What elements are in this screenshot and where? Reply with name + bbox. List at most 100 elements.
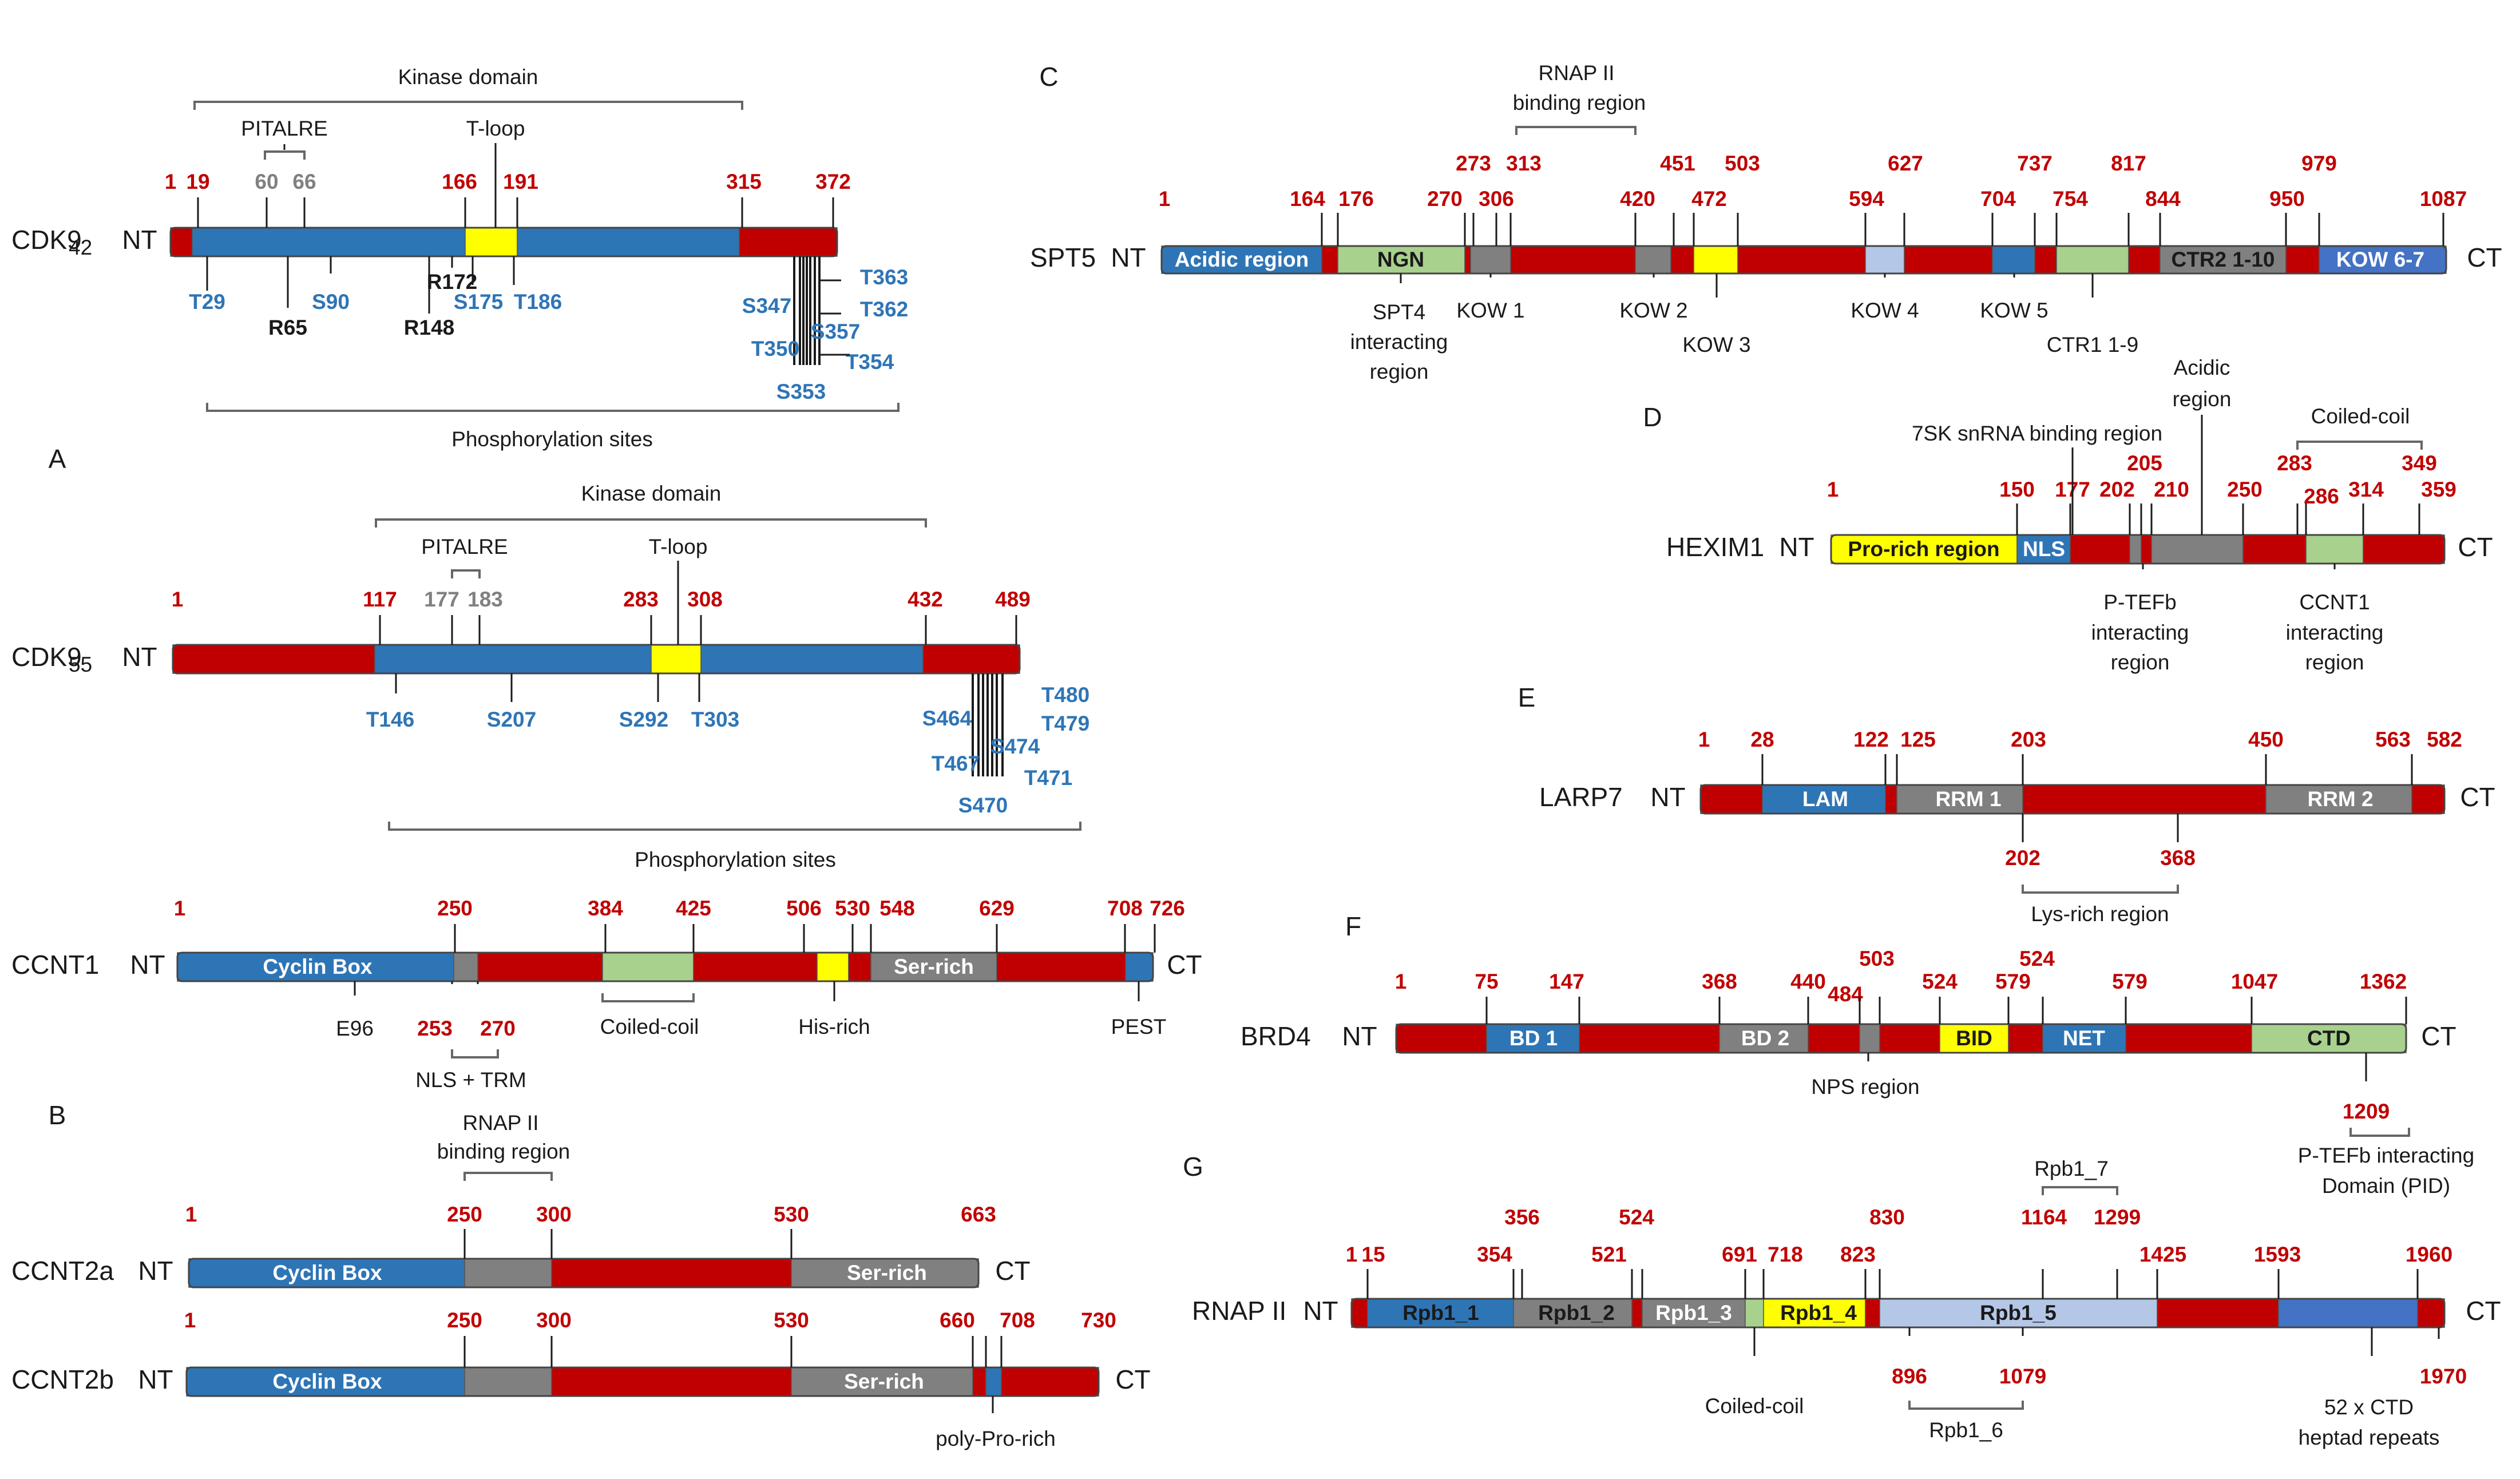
kow-label: KOW 5 [1980,299,2048,322]
panel-letter: B [49,1100,66,1130]
rnap2-outline [1350,1298,2446,1329]
position-number: 708 [1000,1309,1035,1332]
cyclin-box-label: Cyclin Box [272,1261,382,1284]
position-number: 202 [2099,478,2135,501]
position-number: 691 [1722,1243,1757,1266]
phospho-site: T186 [514,290,562,314]
position-number: 950 [2269,187,2305,211]
brd4-segment [1486,1024,1580,1053]
ser-rich-label: Ser-rich [844,1370,924,1393]
cdk9-55-segment [922,644,1020,674]
position-number: 530 [835,897,870,920]
rpb1-7-label: Rpb1_7 [2034,1157,2109,1180]
larp7-segment [1885,784,1897,814]
position-number: 1 [1827,478,1839,501]
position-number: 202 [2005,846,2040,870]
rrm1-label: RRM 1 [1935,787,2001,811]
position-number: 718 [1768,1243,1803,1266]
ctd-repeats-label: heptad repeats [2299,1426,2440,1449]
rpb1-2-label: Rpb1_2 [1538,1301,1615,1325]
rpb1-3-label: Rpb1_3 [1655,1301,1732,1325]
position-number: 300 [536,1203,572,1226]
cdk9-42-segment [739,227,838,257]
position-number: 203 [2011,728,2046,751]
nt-label: NT [1779,532,1814,562]
ctr2-label: CTR2 1-10 [2172,248,2275,271]
residue-label: R65 [268,316,307,339]
hexim1-segment [2363,534,2445,564]
position-number: 315 [726,170,762,193]
position-number: 506 [786,897,822,920]
larp7-segment [1896,784,2023,814]
spt5-segment [1464,245,1471,274]
brd4-segment [1579,1024,1720,1053]
spt5-segment [1904,245,1993,274]
position-number: 817 [2111,152,2146,175]
position-number: 530 [774,1203,809,1226]
ctr1-label: CTR1 1-9 [2047,333,2138,356]
kow-label: KOW 2 [1619,299,1687,322]
phospho-site: T363 [860,265,908,289]
ccnt2b-segment [186,1367,465,1397]
rnap2-segment [1351,1298,1368,1328]
hexim1-segment [2151,534,2244,564]
ct-label: CT [1115,1365,1150,1394]
pitalre-bracket [451,569,481,578]
lys-rich-bracket [2022,885,2179,894]
pitalre-label: PITALRE [421,535,508,558]
position-number: 150 [1999,478,2035,501]
position-number: 354 [1477,1243,1512,1266]
bd1-label: BD 1 [1509,1026,1558,1050]
position-number: 60 [255,170,278,193]
position-number: 356 [1504,1206,1540,1229]
position-number: 472 [1691,187,1727,211]
coiled-coil-label: Coiled-coil [1705,1394,1804,1418]
kow-label: KOW 3 [1682,333,1750,356]
position-number: 503 [1725,152,1760,175]
acidic-region-label: Acidic region [1175,248,1309,271]
rnap2-segment [1631,1298,1643,1328]
ccnt1-segment [817,952,849,982]
position-number: 737 [2017,152,2053,175]
ct-label: CT [995,1256,1030,1286]
position-number: 306 [1479,187,1514,211]
hexim1-segment [2141,534,2152,564]
ccnt2a-segment [464,1258,552,1288]
phosphorylation-label: Phosphorylation sites [635,848,836,871]
ct-label: CT [2460,782,2495,812]
ser-rich-label: Ser-rich [847,1261,927,1284]
position-number: 19 [186,170,209,193]
larp7-segment [2411,784,2445,814]
phospho-site: S292 [619,708,668,731]
panel-letter: A [49,444,66,474]
position-number: 1 [1698,728,1710,751]
cdk9-55-segment [651,644,702,674]
phospho-site: T479 [1041,712,1089,735]
position-number: 524 [1922,970,1958,993]
position-number: 349 [2402,451,2437,475]
phospho-site: S353 [776,380,826,403]
position-number: 524 [2019,947,2055,970]
position-number: 1 [1395,970,1407,993]
rpb1-1-label: Rpb1_1 [1402,1301,1479,1325]
position-number: 210 [2154,478,2189,501]
acidic-label: region [2173,387,2232,411]
ccnt1-segment [848,952,871,982]
ccnt1-outline [176,951,1154,982]
position-number: 754 [2053,187,2088,211]
brd4-segment [1808,1024,1860,1053]
protein-name: HEXIM1 [1666,532,1764,562]
brd4-outline [1395,1023,2407,1054]
ccnt1-segment [996,952,1126,982]
position-number: 250 [2227,478,2263,501]
nt-label: NT [122,642,157,672]
brd4-segment [1396,1024,1487,1053]
nt-label: NT [130,950,165,980]
rpb1-6-label: Rpb1_6 [1929,1418,2003,1442]
protein-name-subscript: 42 [69,236,92,259]
position-number: 122 [1853,728,1889,751]
phospho-site: S207 [487,708,536,731]
cdk9-42-segment [170,227,193,257]
position-number: 1 [1159,187,1171,211]
rnap-binding-label: binding region [437,1140,570,1163]
